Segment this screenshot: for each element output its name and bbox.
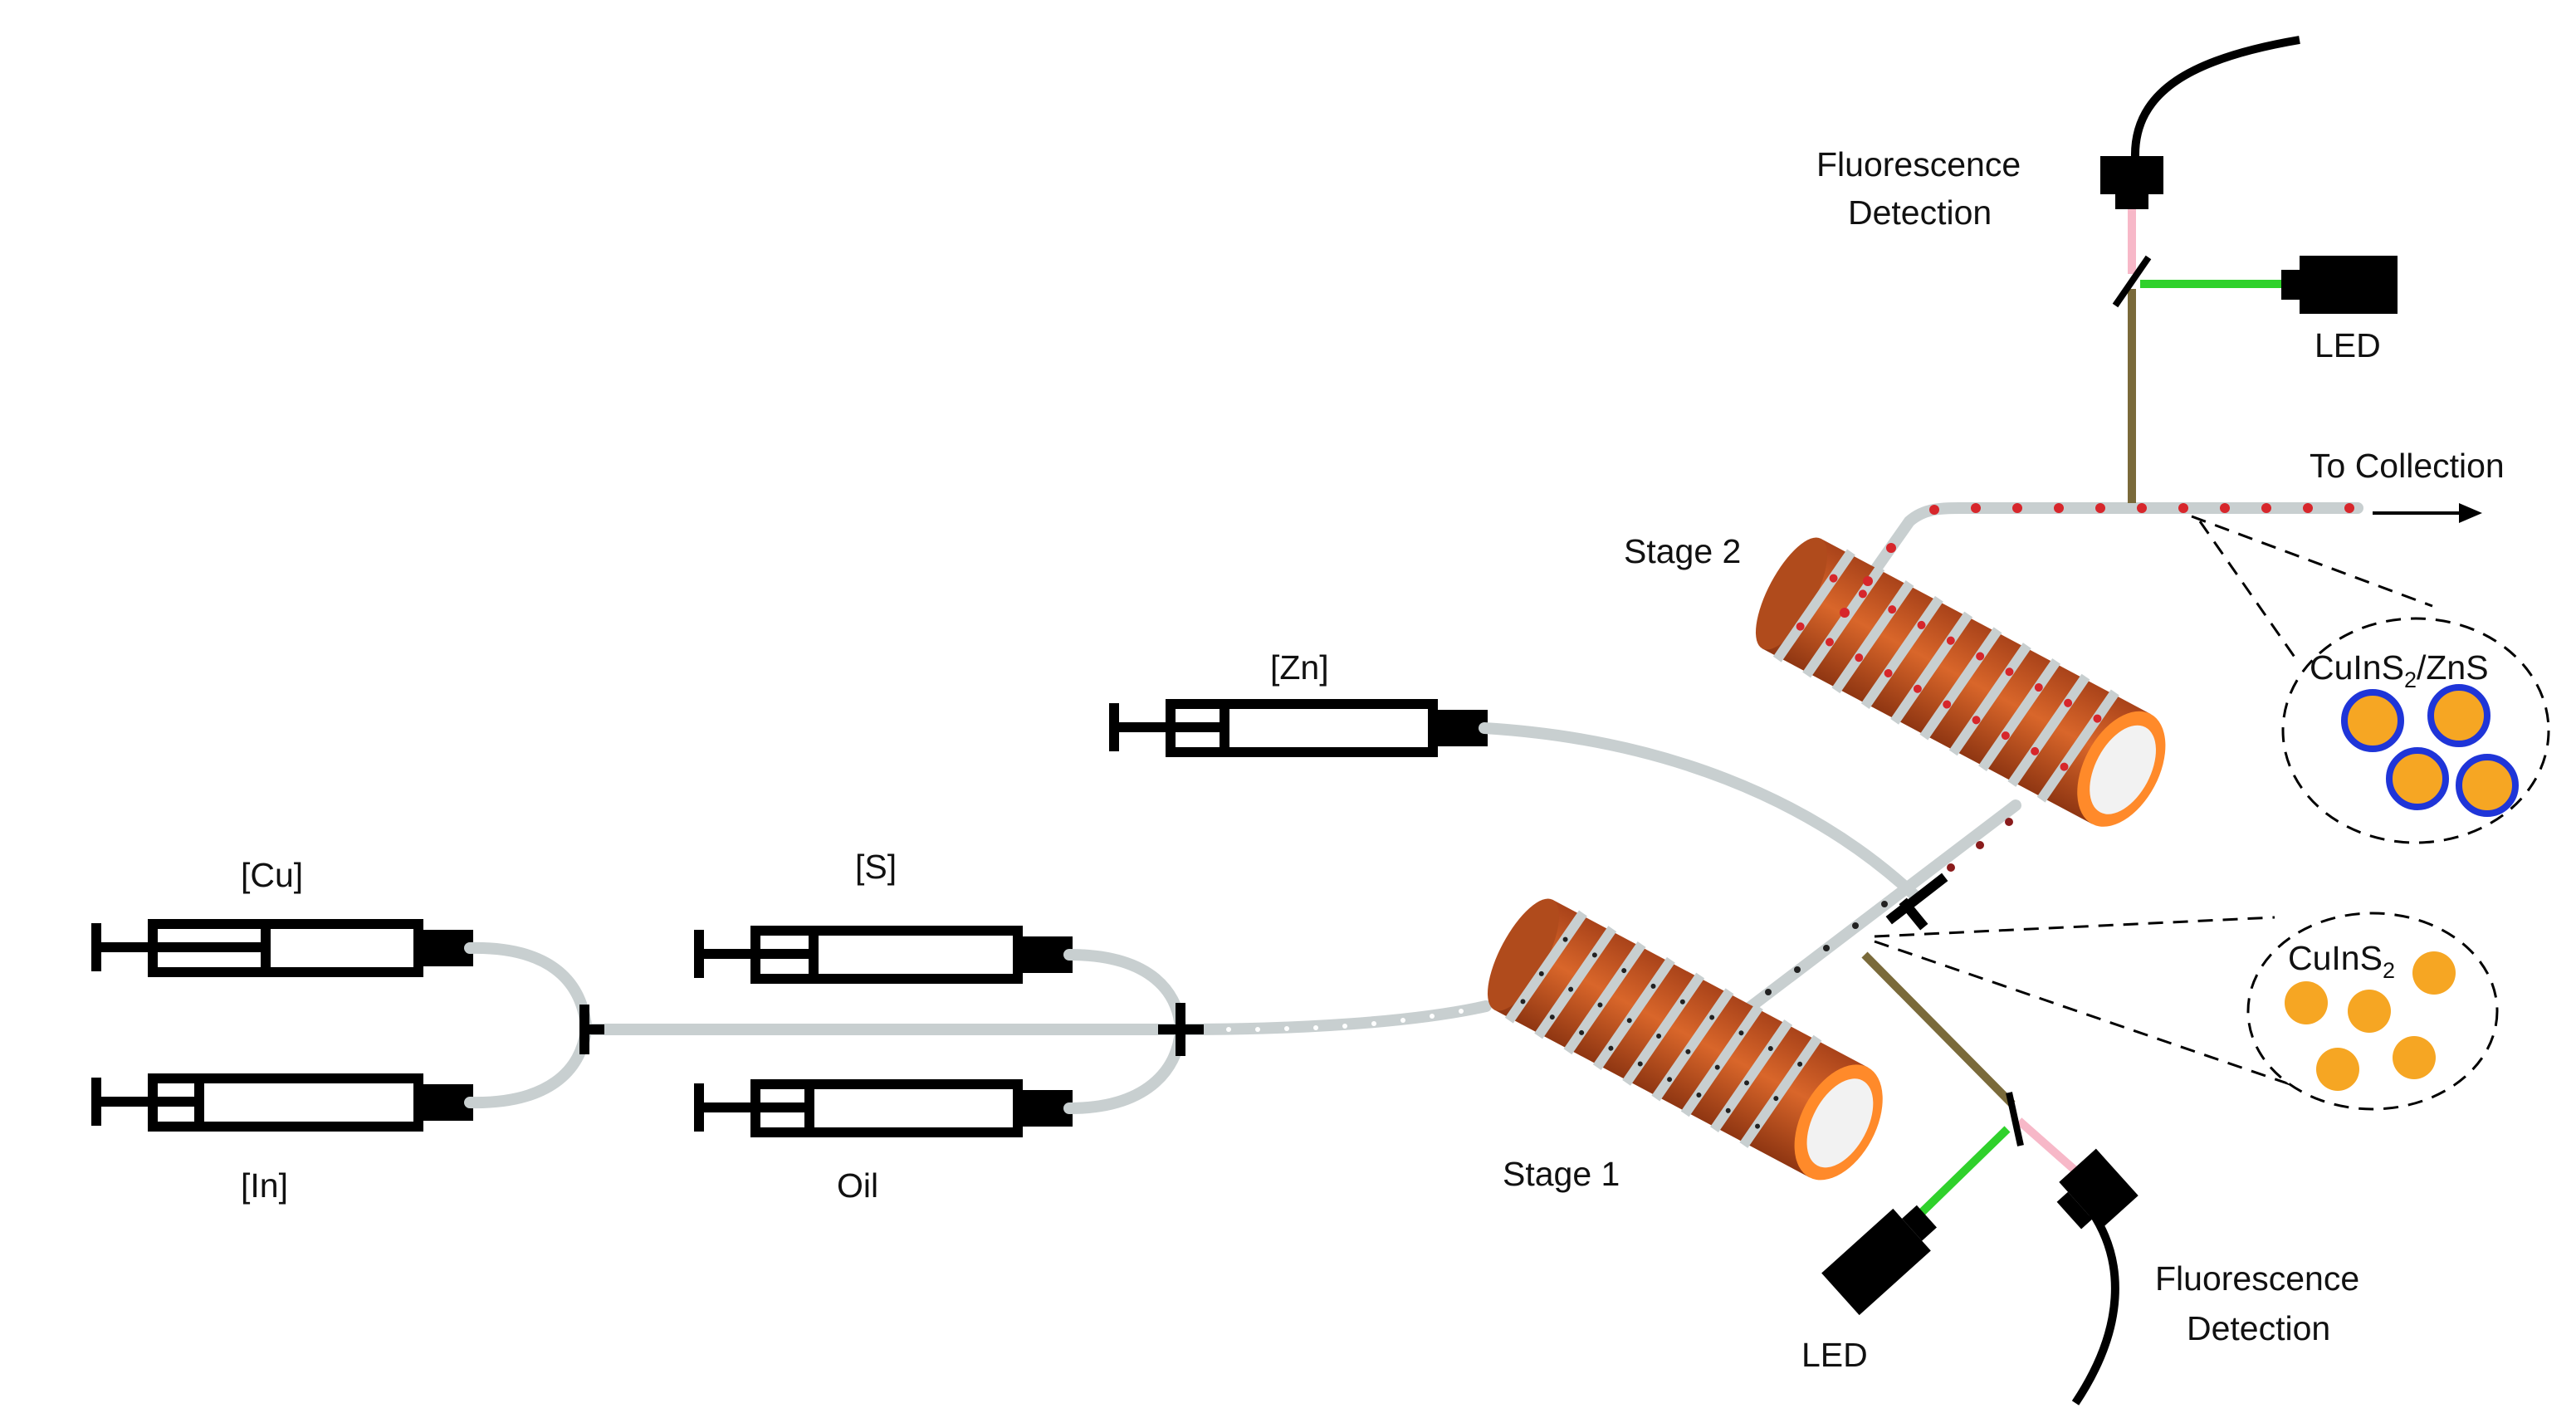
syringe-s — [694, 926, 1073, 984]
text-labels: [Cu] [In] [S] Oil [Zn] Stage 1 Stage 2 T… — [241, 145, 2505, 1374]
label-zn: [Zn] — [1270, 648, 1329, 687]
label-fluor-bottom-1: Fluorescence — [2155, 1259, 2359, 1298]
tube-in — [464, 1024, 592, 1109]
mixing-junctions — [579, 1003, 1204, 1056]
label-core: CuInS2 — [2288, 939, 2395, 983]
label-oil: Oil — [837, 1166, 878, 1205]
label-led-bottom: LED — [1801, 1336, 1868, 1374]
syringe-zn — [1109, 699, 1488, 757]
syringe-in — [91, 1073, 473, 1132]
led-bottom — [1821, 1205, 1937, 1316]
label-in: [In] — [241, 1166, 288, 1205]
core-particles — [2285, 951, 2456, 1091]
callout-core-shell — [2191, 515, 2550, 844]
label-fluor-top-1: Fluorescence — [1816, 145, 2021, 183]
label-led-top: LED — [2314, 326, 2381, 364]
syringe-oil — [694, 1079, 1073, 1137]
droplets-stage2-inlet — [1947, 818, 2013, 872]
fluorescence-detector-bottom — [2056, 1148, 2139, 1230]
syringe-cu — [91, 919, 473, 977]
core-shell-particles — [2341, 684, 2519, 817]
droplets-outlet — [1840, 503, 2354, 618]
probe-line-bottom — [1861, 951, 2016, 1107]
label-s: [S] — [855, 848, 897, 886]
mirror-top — [2112, 255, 2152, 308]
detector-cable-bottom — [2071, 1210, 2119, 1406]
zn-t-junction — [1885, 873, 1948, 931]
tube-to-stage1 — [1178, 1000, 1492, 1035]
led-top — [2281, 256, 2398, 314]
collection-arrow — [2373, 503, 2482, 523]
label-stage1: Stage 1 — [1503, 1155, 1620, 1193]
tube-oil — [1063, 1025, 1186, 1114]
syringe-group — [91, 699, 1488, 1137]
droplets-stage1-inlet — [1226, 1009, 1464, 1032]
callout-core — [1874, 912, 2499, 1111]
tube-cu — [464, 941, 592, 1032]
fluor-beam-bottom — [2016, 1117, 2079, 1174]
led-beam-bottom — [1910, 1126, 2011, 1224]
tube-s — [1063, 949, 1186, 1034]
stage2-heater — [1755, 537, 2166, 827]
label-to-collection: To Collection — [2310, 447, 2505, 485]
droplets-stage1-outlet — [1765, 901, 1888, 995]
label-cu: [Cu] — [241, 856, 303, 894]
stage2-coil-droplets — [1796, 574, 2102, 771]
stage1-coil-droplets — [1520, 936, 1803, 1129]
detector-cable-top — [2130, 36, 2300, 159]
label-fluor-bottom-2: Detection — [2187, 1309, 2330, 1347]
label-fluor-top-2: Detection — [1848, 193, 1992, 232]
label-stage2: Stage 2 — [1624, 532, 1741, 570]
fluorescence-detector-top — [2100, 156, 2163, 209]
stage1-heater — [1487, 898, 1883, 1181]
tube-zn — [1479, 722, 1922, 902]
label-core-shell: CuInS2/ZnS — [2310, 648, 2489, 692]
mirror-bottom — [2006, 1092, 2024, 1146]
